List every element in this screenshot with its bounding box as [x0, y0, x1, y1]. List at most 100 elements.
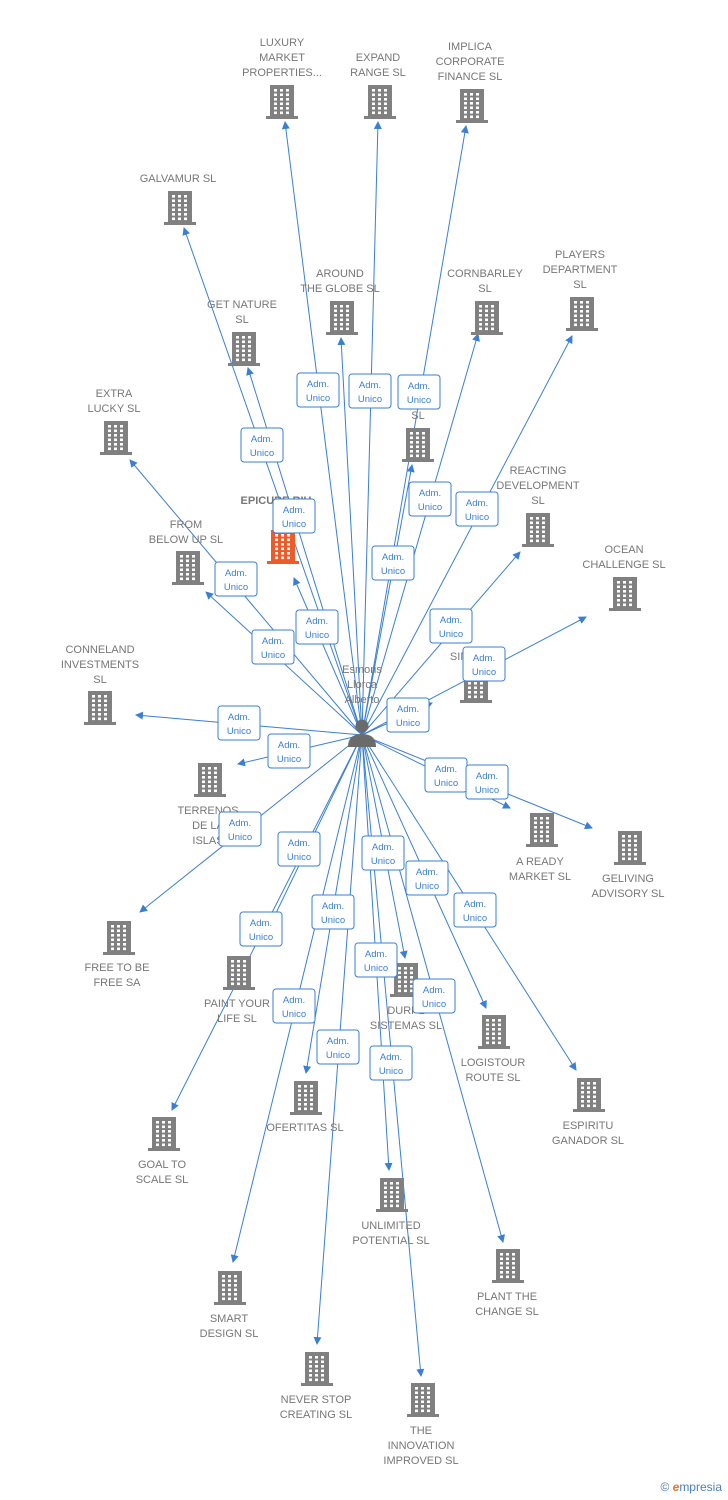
- galvamur-role-badge[interactable]: Adm.Unico: [240, 427, 284, 463]
- paint-role-badge[interactable]: Adm.Unico: [277, 831, 321, 867]
- epicure-role-badge[interactable]: Adm.Unico: [295, 609, 339, 645]
- geliving-role-badge[interactable]: Adm.Unico: [465, 764, 509, 800]
- unlimited-role-badge[interactable]: Adm.Unico: [354, 942, 398, 978]
- cornbarley-role-badge[interactable]: Adm.Unico: [408, 481, 452, 517]
- company-node-luxury[interactable]: LUXURYMARKETPROPERTIES...: [242, 37, 322, 119]
- plant-building-icon[interactable]: [492, 1249, 524, 1283]
- empresia-logo[interactable]: © empresia: [660, 1480, 722, 1494]
- extralucky-label: EXTRA: [96, 388, 133, 400]
- neverstop-building-icon[interactable]: [301, 1352, 333, 1386]
- geliving-building-icon[interactable]: [614, 831, 646, 865]
- since-role-badge[interactable]: Adm.Unico: [386, 697, 430, 733]
- goal-building-icon[interactable]: [148, 1117, 180, 1151]
- frombelow-building-icon[interactable]: [172, 551, 204, 585]
- brand-initial: e: [672, 1480, 680, 1494]
- goal-role-badge[interactable]: Adm.Unico: [239, 911, 283, 947]
- durpl-role-badge[interactable]: Adm.Unico: [361, 835, 405, 871]
- ofertitas-building-icon[interactable]: [290, 1081, 322, 1115]
- consulting-building-icon[interactable]: [402, 428, 434, 462]
- extralucky-building-icon[interactable]: [100, 421, 132, 455]
- cornbarley-label: CORNBARLEY: [447, 268, 523, 280]
- espiritu-role-badge[interactable]: Adm.Unico: [453, 892, 497, 928]
- cornbarley-building-icon[interactable]: [471, 301, 503, 335]
- reacting-role-badge[interactable]: Adm.Unico: [429, 608, 473, 644]
- conneland-role-badge[interactable]: Adm.Unico: [217, 705, 261, 741]
- getnature-building-icon[interactable]: [228, 332, 260, 366]
- logistour-building-icon[interactable]: [478, 1015, 510, 1049]
- company-node-galvamur[interactable]: GALVAMUR SL: [140, 173, 217, 225]
- galvamur-label: GALVAMUR SL: [140, 173, 217, 185]
- unlimited-building-icon[interactable]: [376, 1178, 408, 1212]
- galvamur-building-icon[interactable]: [164, 191, 196, 225]
- freetobe-role-badge[interactable]: Adm.Unico: [218, 811, 262, 847]
- ocean-role-badge[interactable]: Adm.Unico: [462, 646, 506, 682]
- badge-line: Adm.: [380, 1052, 402, 1063]
- aready-role-badge[interactable]: Adm.Unico: [424, 757, 468, 793]
- luxury-building-icon[interactable]: [266, 85, 298, 119]
- innovation-building-icon[interactable]: [407, 1383, 439, 1417]
- players-role-badge[interactable]: Adm.Unico: [455, 491, 499, 527]
- espiritu-building-icon[interactable]: [573, 1078, 605, 1112]
- badge-line: Adm.: [322, 901, 344, 912]
- logistour-role-badge[interactable]: Adm.Unico: [405, 860, 449, 896]
- expand-building-icon[interactable]: [364, 85, 396, 119]
- getnature-role-badge[interactable]: Adm.Unico: [272, 498, 316, 534]
- reacting-building-icon[interactable]: [522, 513, 554, 547]
- implica-role-badge[interactable]: Adm.Unico: [397, 374, 441, 410]
- implica-building-icon[interactable]: [456, 89, 488, 123]
- ocean-building-icon[interactable]: [609, 577, 641, 611]
- company-node-ofertitas[interactable]: OFERTITAS SL: [266, 1081, 344, 1134]
- smart-building-icon[interactable]: [214, 1271, 246, 1305]
- extralucky-role-badge[interactable]: Adm.Unico: [214, 561, 258, 597]
- expand-role-badge[interactable]: Adm.Unico: [348, 373, 392, 409]
- neverstop-role-badge[interactable]: Adm.Unico: [316, 1029, 360, 1065]
- badge-line: Adm.: [397, 704, 419, 715]
- consulting-role-badge[interactable]: Adm.Unico: [371, 545, 415, 581]
- terrenos-role-badge[interactable]: Adm.Unico: [267, 733, 311, 769]
- freetobe-building-icon[interactable]: [103, 921, 135, 955]
- around-role-badge[interactable]: Adm.Unico: [296, 372, 340, 408]
- players-building-icon[interactable]: [566, 297, 598, 331]
- badge-line: Adm.: [306, 616, 328, 627]
- epicure-building-icon[interactable]: [267, 530, 299, 564]
- plant-role-badge[interactable]: Adm.Unico: [412, 978, 456, 1014]
- paint-building-icon[interactable]: [223, 956, 255, 990]
- innovation-role-badge[interactable]: Adm.Unico: [369, 1045, 413, 1081]
- frombelow-role-badge[interactable]: Adm.Unico: [251, 629, 295, 665]
- ofertitas-role-badge[interactable]: Adm.Unico: [311, 894, 355, 930]
- conneland-building-icon[interactable]: [84, 691, 116, 725]
- smart-role-badge[interactable]: Adm.Unico: [272, 988, 316, 1024]
- espiritu-label: ESPIRITU: [563, 1120, 614, 1132]
- aready-building-icon[interactable]: [526, 813, 558, 847]
- copyright-symbol: ©: [660, 1480, 670, 1494]
- implica-label: CORPORATE: [436, 56, 505, 68]
- terrenos-building-icon[interactable]: [194, 763, 226, 797]
- around-building-icon[interactable]: [326, 301, 358, 335]
